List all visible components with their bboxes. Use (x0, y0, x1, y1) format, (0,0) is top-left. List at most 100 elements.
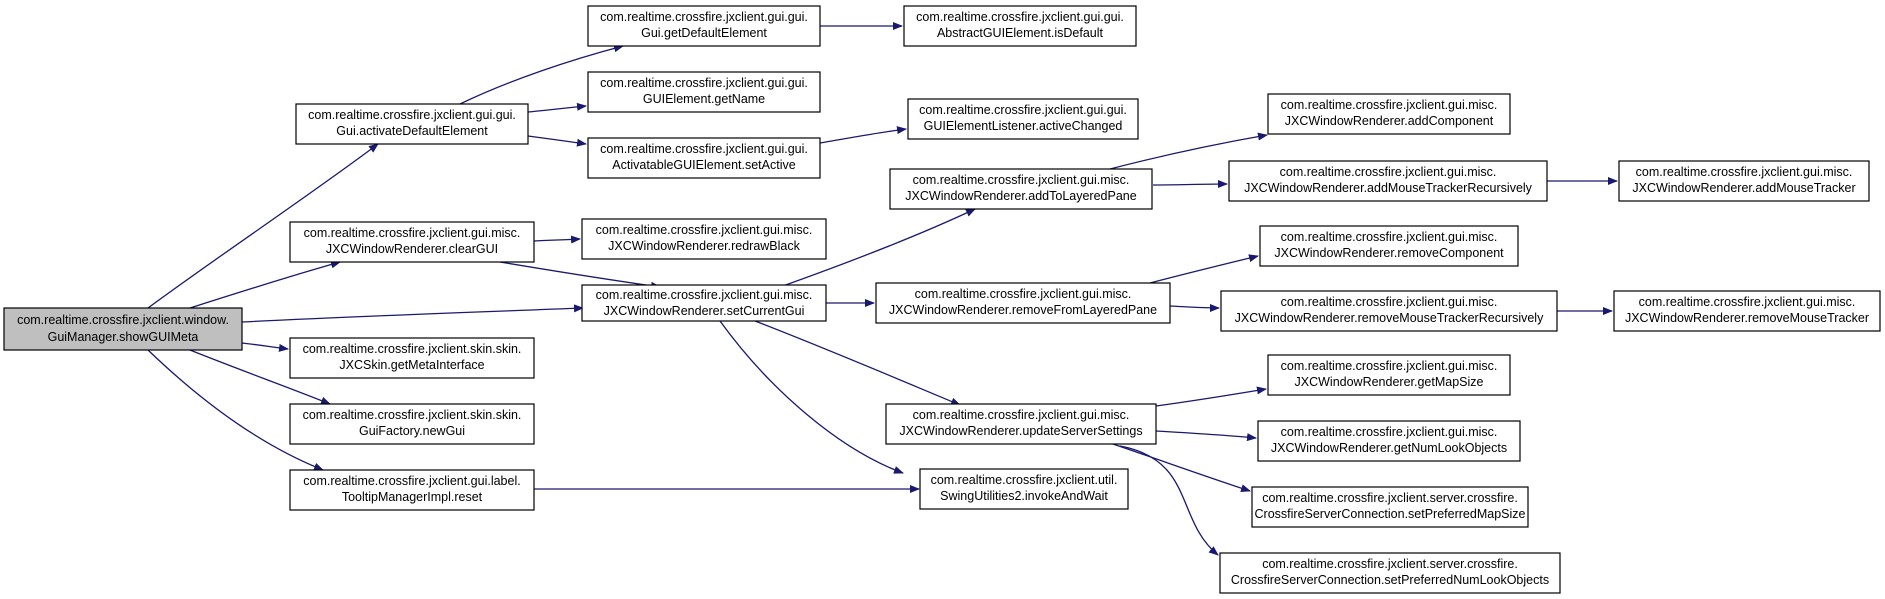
node-active-changed-line2: GUIElementListener.activeChanged (924, 119, 1123, 133)
node-clear-gui-line2: JXCWindowRenderer.clearGUI (326, 242, 498, 256)
node-get-meta-line2: JXCSkin.getMetaInterface (339, 358, 484, 372)
node-add-mouse-line1: com.realtime.crossfire.jxclient.gui.misc… (1636, 165, 1853, 179)
node-clear-gui[interactable]: com.realtime.crossfire.jxclient.gui.misc… (289, 221, 535, 263)
node-new-gui-line2: GuiFactory.newGui (359, 424, 465, 438)
edge-clear-gui-to-set-current-gui (499, 261, 661, 290)
node-get-default-line1: com.realtime.crossfire.jxclient.gui.gui. (600, 10, 808, 24)
node-is-default[interactable]: com.realtime.crossfire.jxclient.gui.gui.… (903, 5, 1137, 47)
edge-activate-to-set-active (527, 135, 587, 147)
node-add-mouse-rec[interactable]: com.realtime.crossfire.jxclient.gui.misc… (1228, 160, 1548, 202)
node-get-map-size[interactable]: com.realtime.crossfire.jxclient.gui.misc… (1267, 354, 1511, 396)
node-set-pref-look-line2: CrossfireServerConnection.setPreferredNu… (1231, 573, 1549, 587)
node-remove-mouse-line1: com.realtime.crossfire.jxclient.gui.misc… (1639, 295, 1856, 309)
node-set-current-gui-line1: com.realtime.crossfire.jxclient.gui.misc… (596, 288, 813, 302)
node-remove-mouse[interactable]: com.realtime.crossfire.jxclient.gui.misc… (1613, 290, 1881, 332)
node-set-pref-look[interactable]: com.realtime.crossfire.jxclient.server.c… (1219, 552, 1561, 594)
node-add-component-line1: com.realtime.crossfire.jxclient.gui.misc… (1281, 98, 1498, 112)
node-remove-component[interactable]: com.realtime.crossfire.jxclient.gui.misc… (1259, 225, 1519, 267)
node-add-layered-line1: com.realtime.crossfire.jxclient.gui.misc… (913, 173, 1130, 187)
node-remove-mouse-line2: JXCWindowRenderer.removeMouseTracker (1625, 311, 1869, 325)
node-clear-gui-line1: com.realtime.crossfire.jxclient.gui.misc… (304, 226, 521, 240)
node-add-mouse-rec-line2: JXCWindowRenderer.addMouseTrackerRecursi… (1244, 181, 1533, 195)
node-get-name-line2: GUIElement.getName (643, 92, 765, 106)
edge-add-layered-to-add-mouse-rec (1152, 180, 1228, 189)
node-gui-activate-line1: com.realtime.crossfire.jxclient.gui.gui. (308, 108, 516, 122)
edge-set-current-to-update-server (754, 320, 961, 406)
node-remove-component-line2: JXCWindowRenderer.removeComponent (1274, 246, 1504, 260)
edge-set-current-to-add-layered (779, 208, 976, 288)
node-get-default-line2: Gui.getDefaultElement (641, 26, 767, 40)
node-gui-activate-line2: Gui.activateDefaultElement (336, 124, 488, 138)
node-set-pref-map-line1: com.realtime.crossfire.jxclient.server.c… (1262, 491, 1518, 505)
edge-update-server-to-set-pref-map (1109, 442, 1251, 493)
node-tooltip-reset[interactable]: com.realtime.crossfire.jxclient.gui.labe… (289, 469, 535, 511)
node-get-meta-line1: com.realtime.crossfire.jxclient.skin.ski… (303, 342, 522, 356)
node-remove-layered-line1: com.realtime.crossfire.jxclient.gui.misc… (915, 287, 1132, 301)
edge-root-to-new-gui (189, 349, 331, 405)
nodes: com.realtime.crossfire.jxclient.window. … (3, 5, 1881, 594)
node-set-pref-look-line1: com.realtime.crossfire.jxclient.server.c… (1262, 557, 1518, 571)
node-invoke-wait-line2: SwingUtilities2.invokeAndWait (940, 489, 1108, 503)
edge-root-to-get-meta (241, 342, 289, 352)
node-remove-mouse-rec-line1: com.realtime.crossfire.jxclient.gui.misc… (1281, 295, 1498, 309)
edge-set-active-to-active-changed (819, 126, 907, 144)
node-redraw-black-line2: JXCWindowRenderer.redrawBlack (608, 239, 800, 253)
node-update-server[interactable]: com.realtime.crossfire.jxclient.gui.misc… (885, 403, 1157, 445)
node-set-current-gui[interactable]: com.realtime.crossfire.jxclient.gui.misc… (581, 284, 827, 322)
edge-root-to-clear-gui (189, 260, 341, 309)
node-invoke-wait[interactable]: com.realtime.crossfire.jxclient.util. Sw… (919, 468, 1129, 510)
node-update-server-line2: JXCWindowRenderer.updateServerSettings (899, 424, 1142, 438)
edge-activate-to-get-name (527, 102, 587, 113)
edge-update-server-to-get-map-size (1155, 386, 1267, 407)
node-get-num-look-line2: JXCWindowRenderer.getNumLookObjects (1271, 441, 1507, 455)
edge-set-current-to-invoke-wait (719, 320, 904, 474)
edge-activate-to-get-default (459, 44, 624, 105)
node-remove-layered-line2: JXCWindowRenderer.removeFromLayeredPane (889, 303, 1157, 317)
node-set-active-line1: com.realtime.crossfire.jxclient.gui.gui. (600, 142, 808, 156)
node-tooltip-reset-line2: TooltipManagerImpl.reset (342, 490, 483, 504)
node-set-current-gui-line2: JXCWindowRenderer.setCurrentGui (604, 304, 805, 318)
edge-update-server-to-get-num-look (1155, 430, 1257, 442)
node-invoke-wait-line1: com.realtime.crossfire.jxclient.util. (931, 473, 1118, 487)
edge-root-to-tooltip-reset (147, 349, 324, 471)
node-add-mouse-rec-line1: com.realtime.crossfire.jxclient.gui.misc… (1280, 165, 1497, 179)
node-gui-activate[interactable]: com.realtime.crossfire.jxclient.gui.gui.… (295, 103, 529, 145)
node-set-active-line2: ActivatableGUIElement.setActive (612, 158, 795, 172)
edge-root-to-set-current-gui (241, 304, 584, 323)
node-update-server-line1: com.realtime.crossfire.jxclient.gui.misc… (913, 408, 1130, 422)
node-get-num-look-line1: com.realtime.crossfire.jxclient.gui.misc… (1281, 425, 1498, 439)
node-tooltip-reset-line1: com.realtime.crossfire.jxclient.gui.labe… (303, 474, 520, 488)
node-remove-component-line1: com.realtime.crossfire.jxclient.gui.misc… (1281, 230, 1498, 244)
node-add-layered[interactable]: com.realtime.crossfire.jxclient.gui.misc… (889, 168, 1153, 210)
node-root[interactable]: com.realtime.crossfire.jxclient.window. … (3, 307, 243, 351)
node-redraw-black[interactable]: com.realtime.crossfire.jxclient.gui.misc… (581, 218, 827, 260)
node-is-default-line1: com.realtime.crossfire.jxclient.gui.gui. (916, 10, 1124, 24)
node-set-active[interactable]: com.realtime.crossfire.jxclient.gui.gui.… (587, 137, 821, 179)
edge-clear-gui-to-redraw-black (533, 235, 581, 244)
node-add-component-line2: JXCWindowRenderer.addComponent (1285, 114, 1494, 128)
node-remove-mouse-rec[interactable]: com.realtime.crossfire.jxclient.gui.misc… (1220, 290, 1558, 332)
node-remove-layered[interactable]: com.realtime.crossfire.jxclient.gui.misc… (875, 282, 1171, 324)
node-set-pref-map[interactable]: com.realtime.crossfire.jxclient.server.c… (1251, 486, 1529, 528)
node-redraw-black-line1: com.realtime.crossfire.jxclient.gui.misc… (596, 223, 813, 237)
node-add-layered-line2: JXCWindowRenderer.addToLayeredPane (905, 189, 1136, 203)
node-get-name[interactable]: com.realtime.crossfire.jxclient.gui.gui.… (587, 71, 821, 113)
node-active-changed[interactable]: com.realtime.crossfire.jxclient.gui.gui.… (907, 98, 1139, 140)
node-new-gui[interactable]: com.realtime.crossfire.jxclient.skin.ski… (289, 403, 535, 445)
node-get-num-look[interactable]: com.realtime.crossfire.jxclient.gui.misc… (1257, 420, 1521, 462)
node-root-line1: com.realtime.crossfire.jxclient.window. (17, 313, 229, 327)
node-add-component[interactable]: com.realtime.crossfire.jxclient.gui.misc… (1267, 93, 1511, 135)
node-get-default[interactable]: com.realtime.crossfire.jxclient.gui.gui.… (587, 5, 821, 47)
node-remove-mouse-rec-line2: JXCWindowRenderer.removeMouseTrackerRecu… (1235, 311, 1544, 325)
node-root-line2: GuiManager.showGUIMeta (48, 330, 199, 344)
node-get-name-line1: com.realtime.crossfire.jxclient.gui.gui. (600, 76, 808, 90)
node-get-map-size-line1: com.realtime.crossfire.jxclient.gui.misc… (1281, 359, 1498, 373)
node-get-meta[interactable]: com.realtime.crossfire.jxclient.skin.ski… (289, 337, 535, 379)
node-set-pref-map-line2: CrossfireServerConnection.setPreferredMa… (1255, 507, 1526, 521)
node-get-map-size-line2: JXCWindowRenderer.getMapSize (1295, 375, 1484, 389)
node-add-mouse[interactable]: com.realtime.crossfire.jxclient.gui.misc… (1618, 160, 1870, 202)
node-active-changed-line1: com.realtime.crossfire.jxclient.gui.gui. (919, 103, 1127, 117)
edge-remove-layered-to-remove-component (1149, 254, 1259, 284)
edge-add-layered-to-add-component (1109, 132, 1268, 170)
